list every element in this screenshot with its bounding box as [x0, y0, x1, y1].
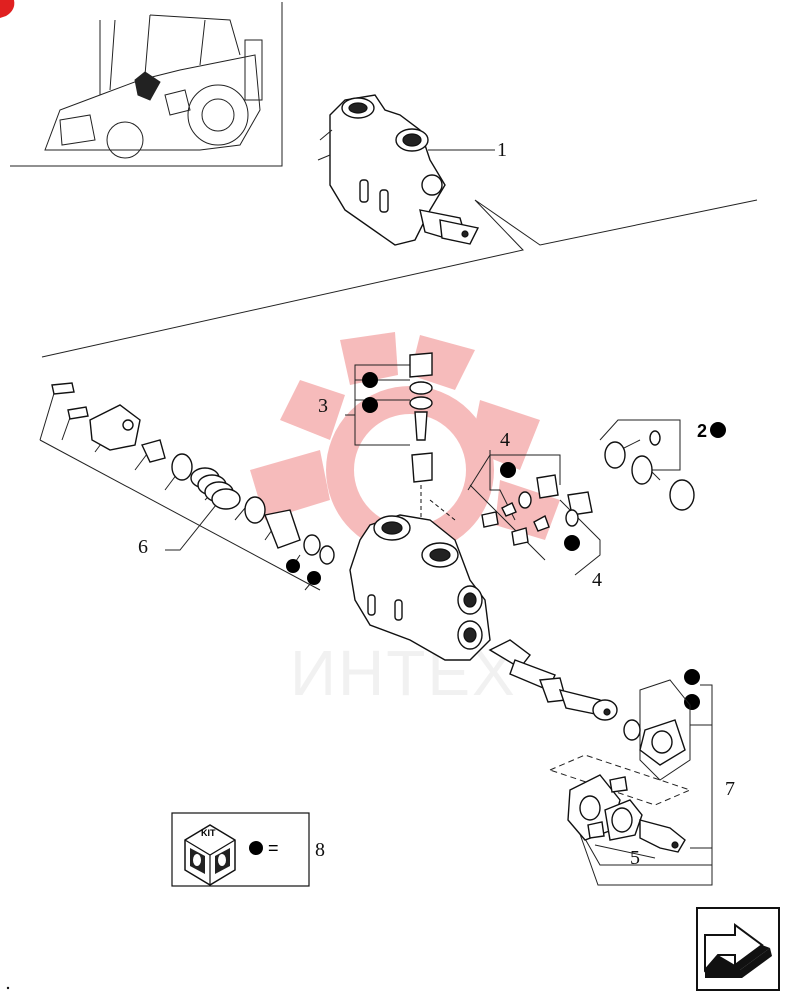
- callout-4a: 4: [500, 429, 510, 451]
- callout-8: 8: [315, 839, 325, 861]
- plug-part: [409, 352, 433, 378]
- seat-part: [411, 452, 433, 483]
- screw-part: [51, 382, 75, 395]
- check-valve-group: 4 4: [467, 429, 602, 591]
- spool-end-assembly: 6: [39, 382, 335, 591]
- screw-part: [67, 406, 89, 420]
- kit-dot-icon: [684, 669, 700, 685]
- kit-dot-icon: [307, 571, 321, 585]
- callout-4b: 4: [592, 569, 602, 591]
- kit-legend: KIT = 8: [171, 812, 325, 887]
- callout-3: 3: [318, 395, 328, 417]
- kit-box-icon: KIT: [184, 824, 236, 886]
- next-page-arrow-icon[interactable]: [696, 907, 780, 991]
- spring-part: [190, 467, 241, 510]
- kit-dot-icon: [249, 841, 263, 855]
- assembled-valve-section: 1: [317, 94, 507, 246]
- callout-1: 1: [497, 139, 507, 161]
- section-separator: [41, 199, 758, 358]
- corner-badge-icon: [0, 0, 15, 18]
- o-ring-part: [303, 534, 321, 556]
- callout-2: 2: [697, 421, 707, 441]
- relief-valve-assembly: 3: [318, 352, 433, 530]
- valve-body-part: [349, 499, 491, 661]
- kit-dot-icon: [286, 559, 300, 573]
- tractor-location-thumbnail: [44, 14, 263, 159]
- location-thumbnail: [0, 0, 283, 167]
- kit-dot-icon: [684, 694, 700, 710]
- o-ring-part: [319, 545, 335, 565]
- kit-dot-icon: [710, 422, 726, 438]
- kit-label: KIT: [201, 828, 216, 838]
- bushing-part: [141, 439, 166, 463]
- kit-equals: =: [268, 838, 279, 858]
- kit-dot-icon: [500, 462, 516, 478]
- kit-dot-icon: [362, 372, 378, 388]
- o-ring-part: [409, 381, 433, 395]
- washer-part: [244, 496, 266, 524]
- kit-dot-icon: [362, 397, 378, 413]
- end-flange-group: 7: [548, 669, 735, 886]
- poppet-part: [414, 411, 428, 441]
- callout-7: 7: [725, 778, 735, 800]
- kit-dot-icon: [564, 535, 580, 551]
- spool-part: [488, 639, 618, 721]
- callout-5: 5: [630, 847, 640, 869]
- end-cap-part: [89, 404, 141, 451]
- corner-mark: [6, 986, 10, 990]
- flange-part: [264, 509, 301, 549]
- callout-5-group: 5: [594, 844, 656, 869]
- washer-part: [171, 453, 193, 481]
- o-ring-part: [409, 396, 433, 410]
- callout-6: 6: [138, 536, 148, 558]
- seal-kit-group: 2: [599, 419, 726, 511]
